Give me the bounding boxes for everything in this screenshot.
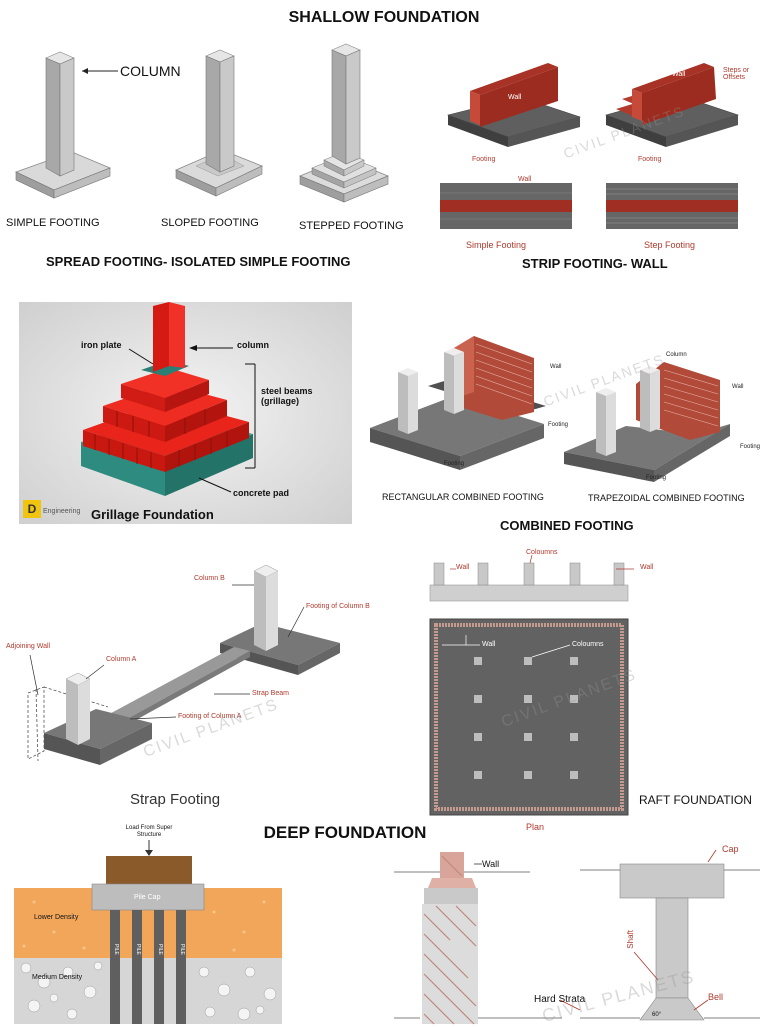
combined-footing-figure <box>370 336 730 482</box>
sloped-footing-caption: SLOPED FOOTING <box>161 217 259 229</box>
shallow-foundation-title: SHALLOW FOUNDATION <box>288 9 480 26</box>
raft-plan-label: Plan <box>526 822 545 832</box>
combined-footing-label-4: Footing <box>646 475 667 481</box>
step-footing-plan-caption: Step Footing <box>644 240 696 250</box>
iron-plate-label: iron plate <box>81 340 122 350</box>
raft-wall-label-2: Wall <box>640 564 654 571</box>
raft-wall-label-3: Wall <box>482 641 496 648</box>
raft-foundation-panel: Wall Coloumns Wall Wall Coloumns Plan RA… <box>420 545 768 835</box>
grillage-column-label: column <box>237 340 270 350</box>
grillage-figure <box>81 302 256 496</box>
raft-foundation-caption: RAFT FOUNDATION <box>639 793 752 807</box>
grillage-logo-icon: D <box>23 500 41 518</box>
deep-foundation-title: DEEP FOUNDATION <box>263 823 427 842</box>
raft-columns-label-1: Coloumns <box>526 549 558 556</box>
raft-foundation-figure <box>429 554 634 816</box>
bell-label: Bell <box>708 992 724 1002</box>
adjoining-wall-label: Adjoining Wall <box>6 643 51 650</box>
pile-label-1: PILE <box>113 944 119 955</box>
combined-wall-label-1: Wall <box>550 364 562 370</box>
load-label: Load From Super Structure <box>125 825 173 838</box>
strip-footing-label-1: Footing <box>472 156 496 163</box>
pier-foundation-panel: Wall Hard Strata Cap Shaft Bell 60° <box>390 840 768 1025</box>
trapezoidal-combined-caption: TRAPEZOIDAL COMBINED FOOTING <box>588 493 745 503</box>
combined-footing-label-2: Footing <box>444 461 465 467</box>
strip-wall-label-2: Wall <box>672 71 686 78</box>
strip-wall-label-1: Wall <box>508 94 522 101</box>
combined-footing-panel: Wall Footing Footing Column Wall Footing… <box>364 322 764 534</box>
strip-steps-label: Steps or Offsets <box>723 67 750 81</box>
shaft-label: Shaft <box>626 930 635 949</box>
grillage-panel: iron plate column steel beams (grillage)… <box>19 302 352 524</box>
combined-footing-title: COMBINED FOOTING <box>500 518 634 533</box>
pile-cap-label: Pile Cap <box>134 894 161 901</box>
hard-strata-label: Hard Strata <box>534 994 586 1005</box>
rectangular-combined-caption: RECTANGULAR COMBINED FOOTING <box>382 492 544 502</box>
medium-density-label: Medium Density <box>32 974 83 981</box>
spread-footing-title: SPREAD FOOTING- ISOLATED SIMPLE FOOTING <box>46 254 351 269</box>
strap-beam-label: Strap Beam <box>252 690 289 697</box>
pier-foundation-figure <box>394 849 760 1025</box>
strap-footing-figure <box>27 564 340 765</box>
combined-wall-label-2: Wall <box>732 384 744 390</box>
pile-foundation-figure <box>14 840 282 1024</box>
pile-foundation-panel: Load From Super Structure Pile Cap Lower… <box>14 822 282 1024</box>
strip-footing-figure <box>440 63 739 229</box>
concrete-pad-label: concrete pad <box>233 488 290 498</box>
simple-footing-plan-caption: Simple Footing <box>466 240 527 250</box>
strip-plan-wall-label: Wall <box>518 176 532 183</box>
grillage-logo-text: Engineering <box>43 508 81 515</box>
strip-footing-label-2: Footing <box>638 156 662 163</box>
footing-a-label: Footing of Column A <box>178 713 242 720</box>
lower-density-label: Lower Density <box>34 914 79 921</box>
combined-footing-label-3: Footing <box>740 444 761 450</box>
strap-footing-caption: Strap Footing <box>130 791 221 808</box>
bell-angle-label: 60° <box>652 1012 662 1018</box>
strip-footing-panel: Wall Wall Steps or Offsets Footing Footi… <box>436 55 756 275</box>
pier-wall-label: Wall <box>482 859 500 869</box>
column-pointer-arrow <box>82 68 118 74</box>
footing-b-label: Footing of Column B <box>306 603 370 610</box>
pile-label-3: PILE <box>157 944 163 955</box>
sloped-footing-figure <box>175 49 263 197</box>
simple-footing-caption: SIMPLE FOOTING <box>6 217 100 229</box>
strip-footing-title: STRIP FOOTING- WALL <box>522 256 668 271</box>
pile-label-2: PILE <box>135 944 141 955</box>
raft-wall-label-1: Wall <box>456 564 470 571</box>
cap-label: Cap <box>722 844 739 854</box>
raft-columns-label-2: Coloumns <box>572 641 604 648</box>
column-a-label: Column A <box>106 656 137 663</box>
steel-beams-label: steel beams (grillage) <box>261 386 313 406</box>
column-label: COLUMN <box>120 63 181 79</box>
combined-column-label: Column <box>666 352 687 358</box>
column-b-label: Column B <box>194 575 225 582</box>
stepped-footing-caption: STEPPED FOOTING <box>299 220 404 232</box>
combined-footing-label-1: Footing <box>548 422 569 428</box>
grillage-caption: Grillage Foundation <box>91 507 214 522</box>
stepped-footing-figure <box>298 43 390 203</box>
strap-footing-panel: Column B Footing of Column B Adjoining W… <box>0 555 400 815</box>
spread-footing-panel: COLUMN SIMPLE FOOTING SLOPED FOOTING STE… <box>0 38 420 278</box>
simple-footing-figure <box>14 51 112 199</box>
pile-label-4: PILE <box>179 944 185 955</box>
